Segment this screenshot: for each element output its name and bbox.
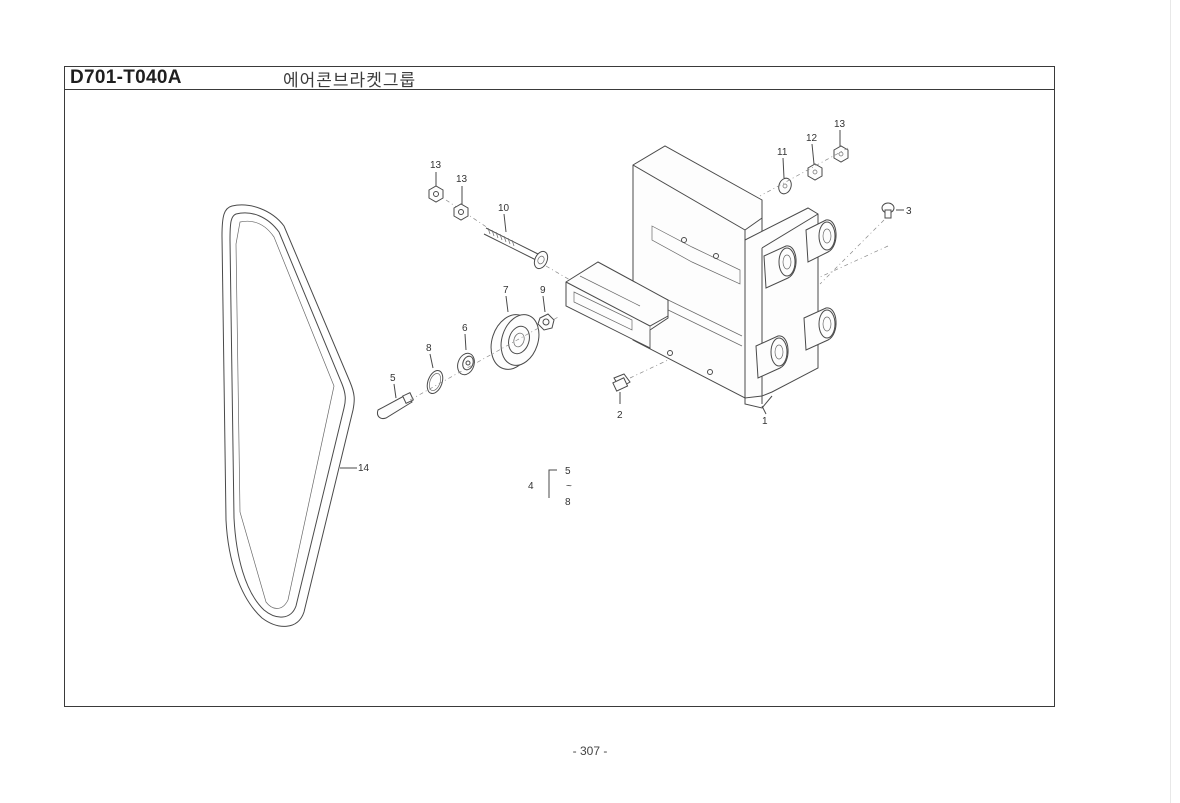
tension-bolt-part-10	[445, 199, 571, 281]
nut-part-9	[537, 295, 555, 331]
callout-2: 2	[617, 410, 623, 421]
callout-10: 10	[498, 203, 510, 214]
callout-8: 8	[426, 343, 432, 354]
callout-7: 7	[503, 285, 509, 296]
snap-ring-part-8	[426, 353, 444, 395]
callout-14: 14	[358, 463, 370, 474]
header-divider	[64, 89, 1055, 90]
kit-separator: ~	[566, 481, 572, 492]
callout-13-right: 13	[834, 119, 846, 130]
kit-from: 5	[565, 466, 571, 477]
callout-4: 4	[528, 481, 534, 492]
bearing-part-6	[457, 333, 475, 376]
callout-1: 1	[762, 416, 768, 427]
diagram-frame	[64, 66, 1055, 707]
callout-12: 12	[806, 133, 818, 144]
callout-6: 6	[462, 323, 468, 334]
kit-bracket	[548, 469, 557, 498]
washer-nut-stack-right	[759, 130, 849, 197]
page-number: - 307 -	[572, 744, 608, 758]
callout-3: 3	[906, 206, 912, 217]
callout-5: 5	[390, 373, 396, 384]
pulley-part-7	[409, 295, 561, 401]
scan-edge-line	[1170, 0, 1171, 803]
group-code: D701-T040A	[70, 67, 182, 88]
kit-to: 8	[565, 497, 571, 508]
nut-part-13-left	[428, 172, 469, 221]
callout-11: 11	[777, 147, 788, 158]
bolt-part-3	[817, 202, 904, 285]
callout-9: 9	[540, 285, 546, 296]
group-title: 에어콘브라켓그룹	[283, 71, 417, 91]
callout-13-left: 13	[456, 174, 468, 185]
callout-13-left-top: 13	[430, 160, 442, 171]
shaft-part-5	[377, 383, 414, 419]
v-belt-part	[221, 204, 357, 627]
bracket-part	[565, 145, 837, 415]
bolt-part-2	[612, 359, 669, 404]
